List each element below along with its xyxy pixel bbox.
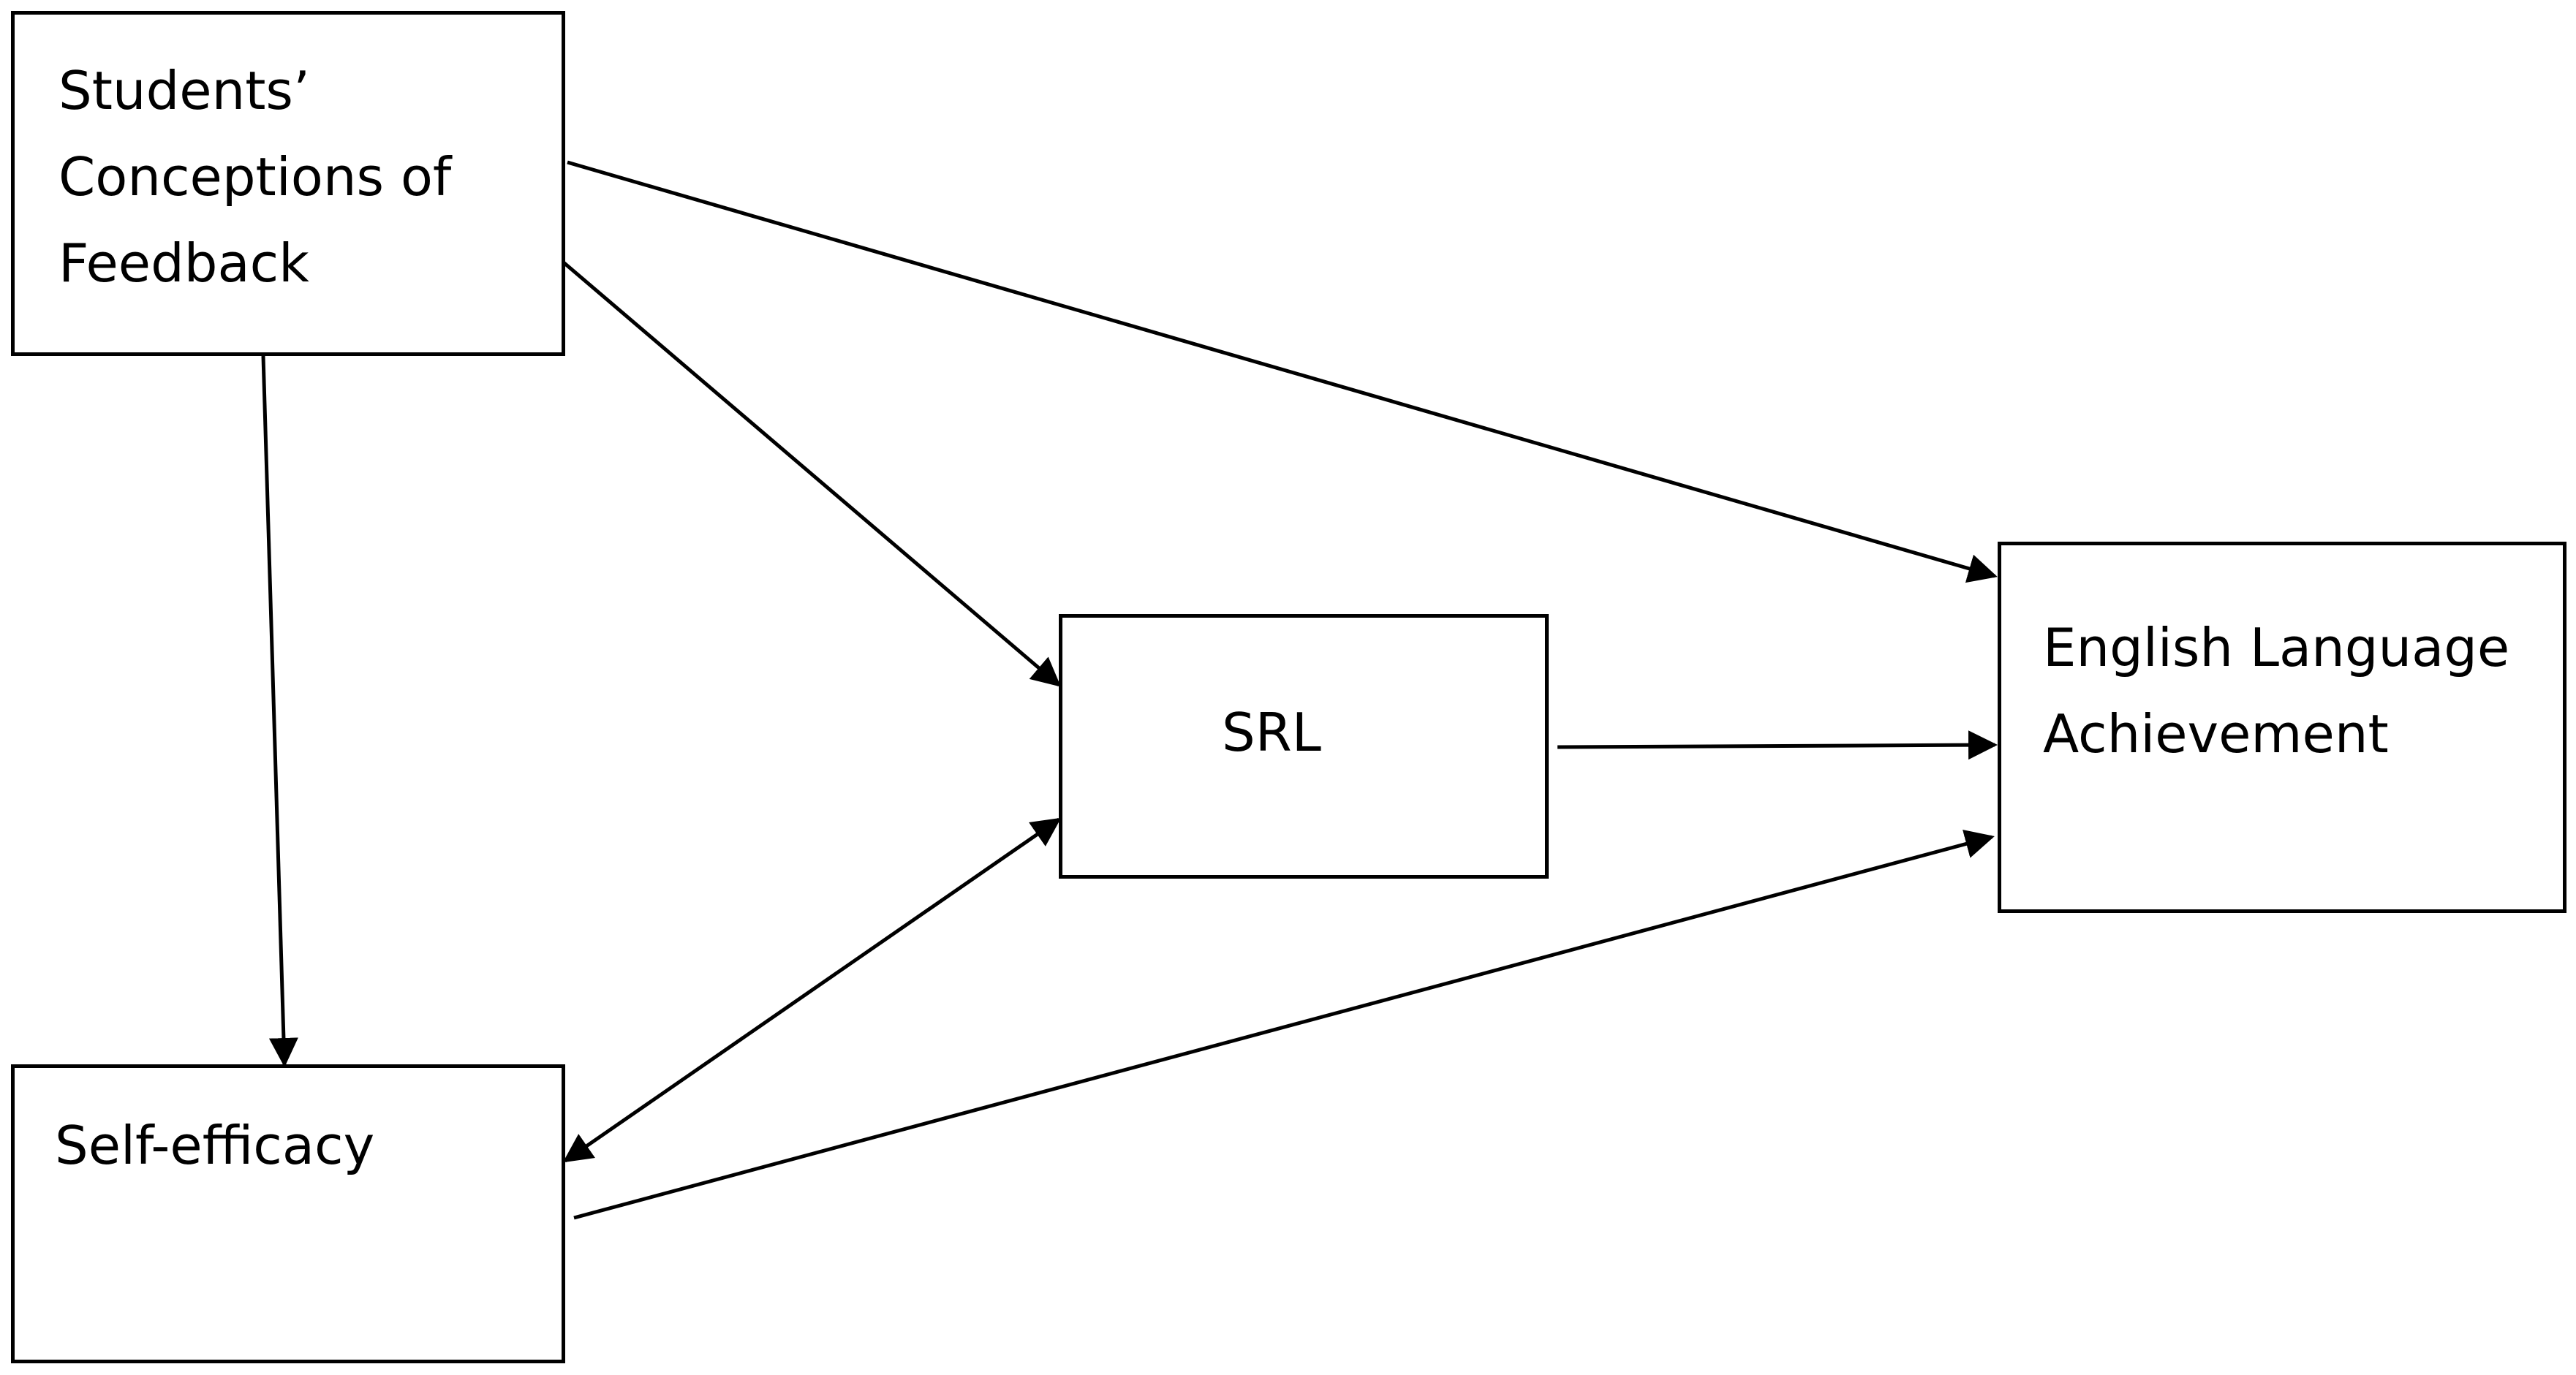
- label-line: Conceptions of: [58, 146, 452, 208]
- node-srl: SRL: [1059, 614, 1549, 879]
- label-line: SRL: [1222, 702, 1321, 763]
- arrow-conceptions-to-self-efficacy: [261, 355, 298, 1067]
- node-label: English Language Achievement: [2043, 605, 2509, 777]
- node-english-language-achievement: English Language Achievement: [1998, 542, 2566, 913]
- node-label: SRL: [1222, 689, 1321, 776]
- label-line: English Language: [2043, 617, 2510, 678]
- node-students-conceptions-of-feedback: Students’ Conceptions of Feedback: [11, 11, 565, 356]
- label-line: Students’: [58, 60, 310, 121]
- node-self-efficacy: Self-efficacy: [11, 1064, 565, 1363]
- label-line: Feedback: [58, 232, 309, 294]
- node-label: Self-efficacy: [55, 1102, 374, 1189]
- arrow-conceptions-to-achievement: [567, 160, 1998, 583]
- node-label: Students’ Conceptions of Feedback: [58, 48, 451, 306]
- arrow-conceptions-to-srl: [559, 258, 1062, 687]
- label-line: Achievement: [2043, 703, 2389, 765]
- arrow-self-efficacy-to-achievement: [573, 830, 1995, 1220]
- label-line: Self-efficacy: [55, 1115, 375, 1176]
- arrow-srl-to-achievement: [1557, 730, 1998, 760]
- arrow-srl-self-efficacy-bidirectional: [562, 817, 1062, 1163]
